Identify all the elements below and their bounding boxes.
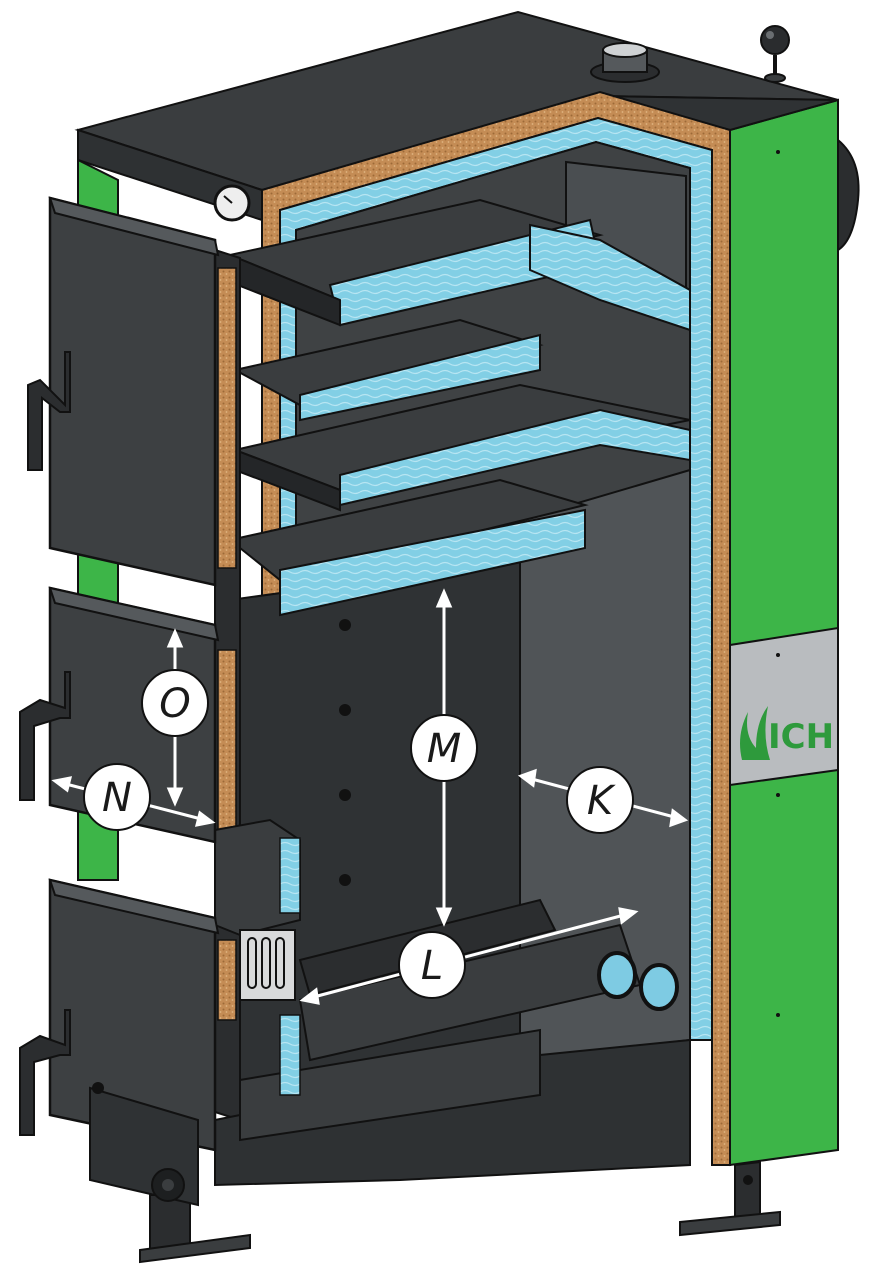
lower-door-top-lip: [48, 878, 220, 935]
damper-pivot: [92, 1082, 104, 1094]
baffle-plate-2-insulation: [299, 333, 541, 422]
brand-flame-icon: [740, 706, 770, 760]
door-handle-icon: [27, 351, 71, 471]
svg-text:N: N: [102, 775, 132, 821]
lower-insulation-block: [279, 1014, 301, 1096]
rear-flue-collar: [837, 137, 860, 252]
baffle-plate-4: [227, 478, 589, 582]
dimension-label-k: K: [566, 766, 634, 834]
svg-text:L: L: [421, 943, 443, 989]
grate-bars: [247, 937, 285, 989]
front-wood-strip-middle: [217, 649, 237, 831]
rivet: [339, 789, 351, 801]
dimension-label-n: N: [83, 763, 151, 831]
svg-text:K: K: [587, 778, 616, 824]
rivet: [339, 874, 351, 886]
door-handle-icon: [19, 1009, 71, 1136]
door-handle-icon: [19, 671, 71, 801]
baffle-plate-4-insulation: [279, 508, 586, 617]
panel-screw: [776, 1013, 780, 1017]
middle-door-top-lip: [48, 586, 220, 642]
front-foot: [139, 1233, 251, 1264]
thermometer-gauge-icon: [213, 184, 251, 222]
dimension-label-m: M: [410, 714, 478, 782]
baffle-slope: [529, 223, 691, 332]
leg-bolt: [743, 1175, 753, 1185]
rivet: [339, 619, 351, 631]
tube-end-1: [597, 951, 637, 999]
dimension-label-l: L: [398, 931, 466, 999]
ball-handle-icon: [760, 25, 790, 83]
rear-foot: [679, 1210, 781, 1237]
nameplate-band: [729, 626, 839, 787]
rivet: [339, 704, 351, 716]
dimension-label-o: O: [141, 669, 209, 737]
ash-drawer: [239, 1028, 541, 1142]
tube-end-2: [639, 963, 679, 1011]
upper-loading-door: [48, 196, 217, 587]
svg-text:M: M: [427, 726, 462, 772]
panel-screw: [776, 793, 780, 797]
flue-pipe-icon: [590, 42, 660, 83]
panel-screw: [776, 150, 780, 154]
divider-insulation: [279, 837, 301, 914]
svg-text:O: O: [159, 681, 190, 727]
brand-logo-text: ICH: [768, 717, 834, 757]
front-wood-strip-top: [217, 267, 237, 569]
front-wood-strip-bottom: [217, 939, 237, 1021]
star-knob-icon: [151, 1168, 185, 1202]
upper-door-top-lip: [48, 196, 220, 257]
panel-screw: [776, 653, 780, 657]
